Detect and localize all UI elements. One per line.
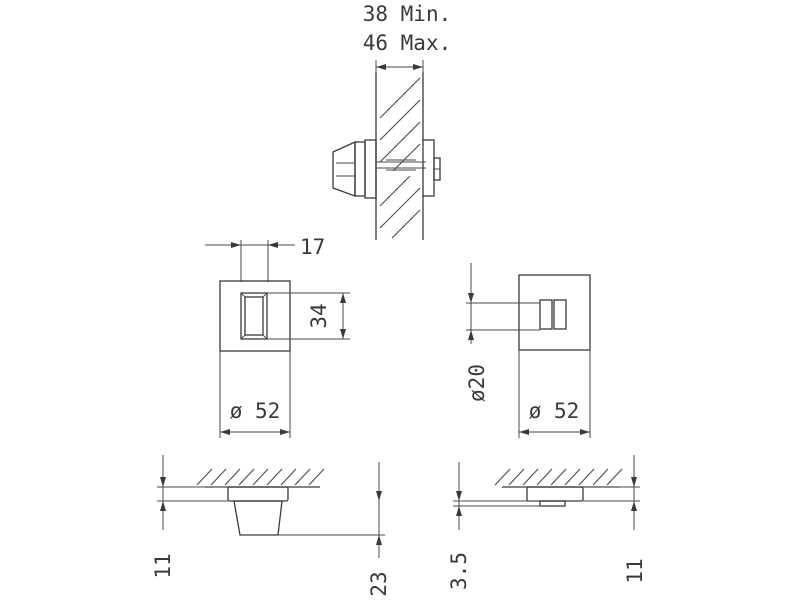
front-view-indicator: ø20 ø 52 — [465, 263, 591, 438]
square-rose — [219, 280, 291, 352]
rose-diameter-label-right: ø 52 — [529, 399, 580, 423]
slot-outer — [240, 292, 268, 340]
square-rose-right — [518, 274, 591, 351]
rose-profile — [227, 486, 289, 502]
slot-inner — [244, 296, 264, 336]
front-view-knob: 17 34 ø 52 — [205, 235, 350, 438]
indicator-projection-label: 3.5 — [447, 552, 471, 590]
rose-thickness-label-left: 11 — [151, 553, 175, 578]
rose-profile-right — [526, 486, 584, 502]
spindle — [376, 159, 426, 171]
door-section — [375, 72, 424, 240]
side-view-indicator: 3.5 11 — [447, 455, 647, 590]
knob-side-view — [332, 139, 377, 199]
knob-projection-label: 23 — [367, 571, 391, 596]
side-view-knob: 11 23 — [151, 455, 391, 597]
slot-width-label: 17 — [300, 235, 325, 259]
knob-diameter-label: ø20 — [465, 364, 489, 402]
thickness-min-label: 38 Min. — [363, 2, 452, 26]
indicator-cap-profile — [539, 500, 566, 507]
thickness-max-label: 46 Max. — [363, 31, 452, 55]
knob-profile — [233, 500, 283, 536]
top-view: 38 Min. 46 Max. — [332, 2, 452, 240]
indicator-window-left — [539, 299, 553, 330]
rose-diameter-label-left: ø 52 — [230, 399, 281, 423]
rose-thickness-label-right: 11 — [623, 558, 647, 583]
indicator-window-right — [553, 299, 567, 330]
slot-height-label: 34 — [307, 303, 331, 328]
turn-side-view — [422, 139, 441, 197]
